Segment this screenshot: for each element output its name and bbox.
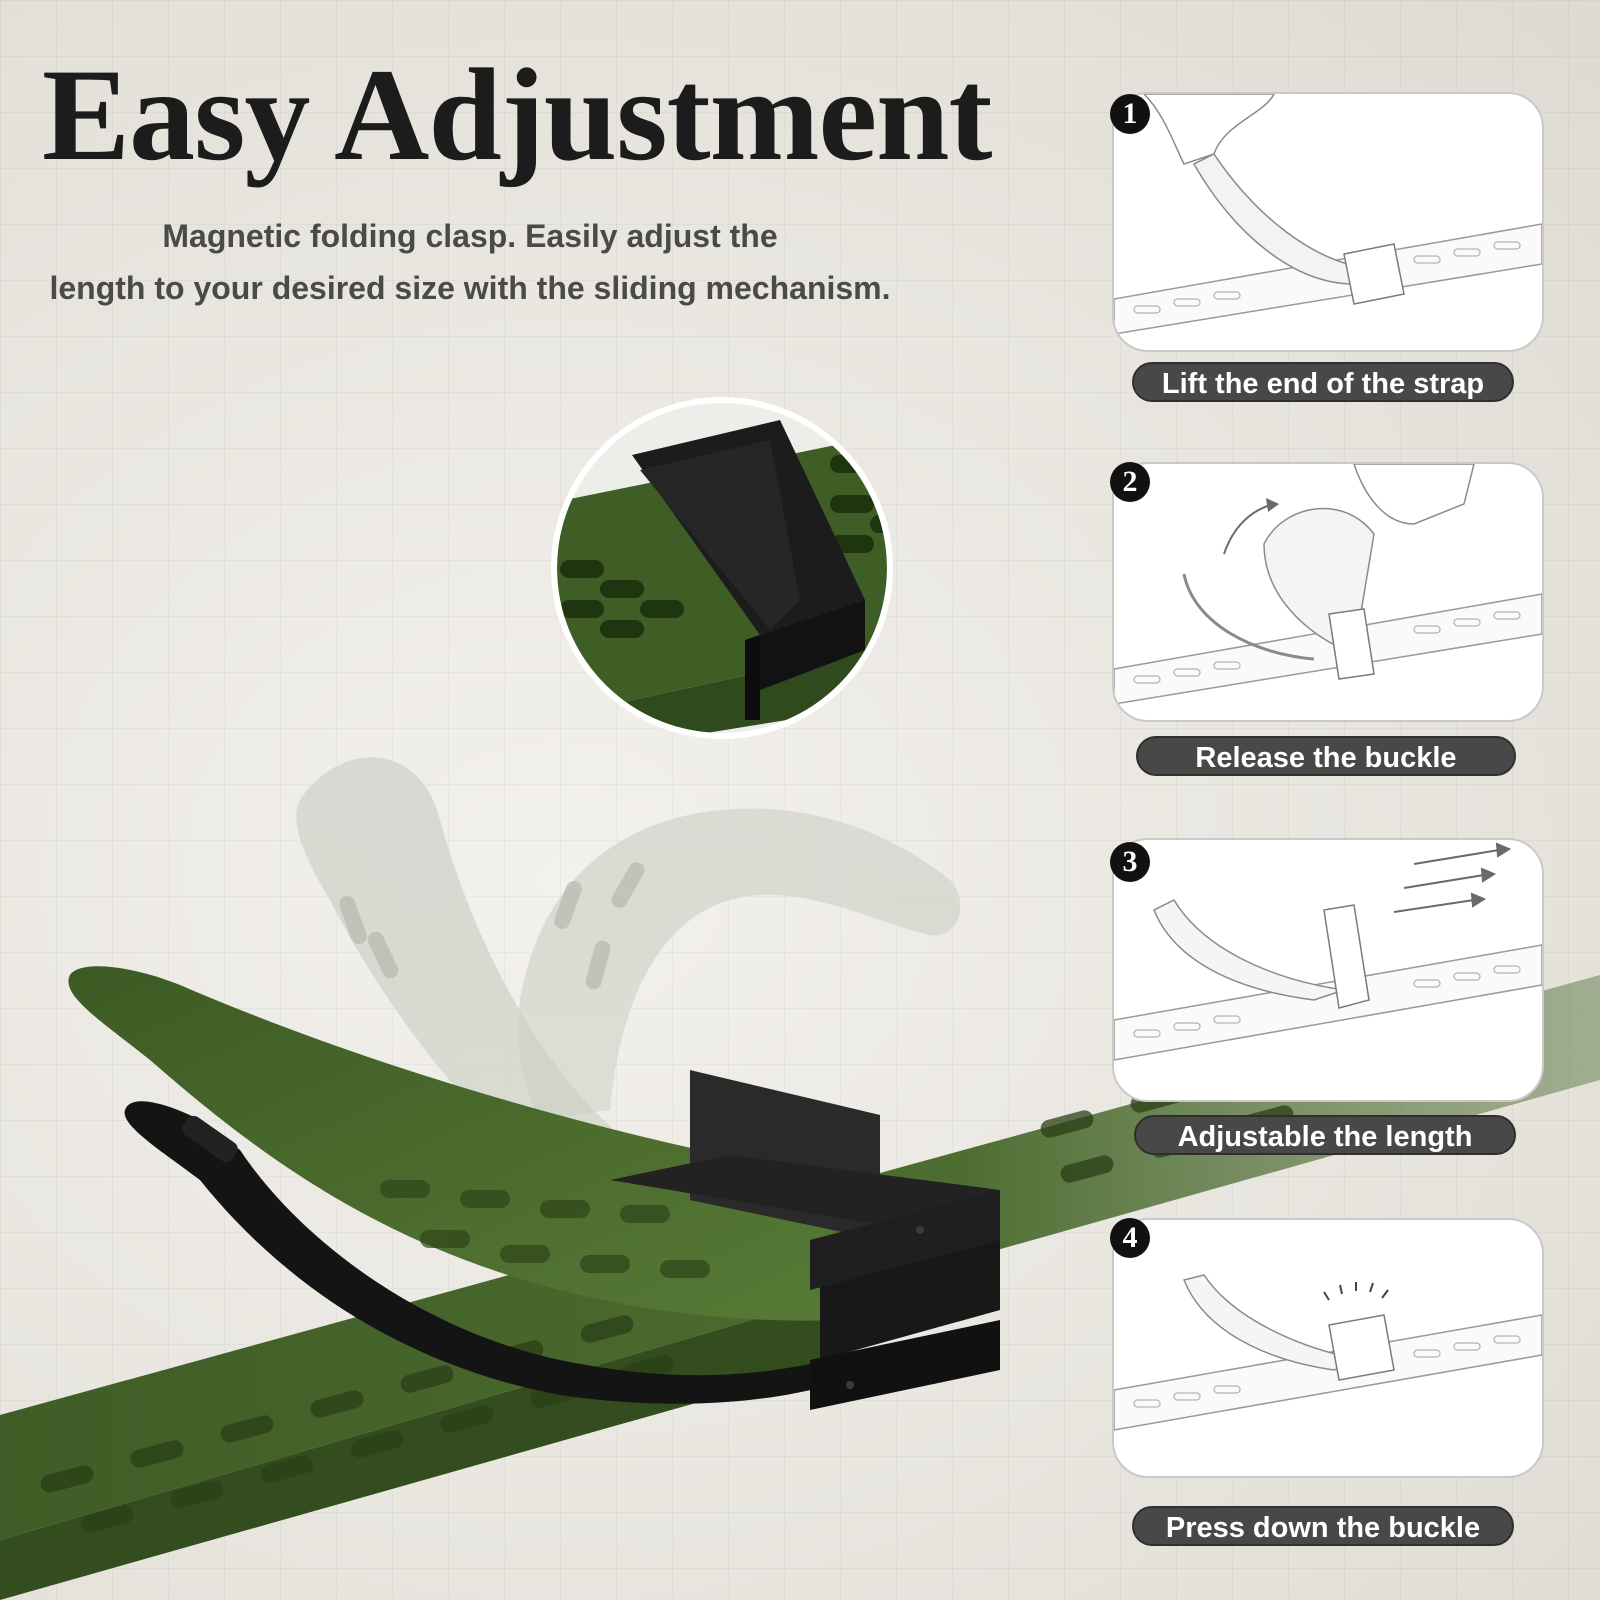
- flap-holes: [380, 1180, 710, 1278]
- step-1-panel: [1112, 92, 1544, 352]
- buckle: [610, 1070, 1000, 1410]
- lifted-strap-end: [68, 966, 840, 1321]
- ghost-flaps: [296, 757, 961, 1190]
- subtitle-line-1: Magnetic folding clasp. Easily adjust th…: [162, 218, 778, 254]
- subtitle-line-2: length to your desired size with the sli…: [49, 270, 891, 306]
- step-4-illustration: [1114, 1274, 1542, 1431]
- step-3-panel: [1112, 838, 1544, 1102]
- step-1-illustration: [1114, 94, 1542, 335]
- steps-column: 1 Lift the end of the strap 2 Release th…: [1100, 0, 1600, 1600]
- step-2-number: 2: [1110, 462, 1150, 502]
- subtitle: Magnetic folding clasp. Easily adjust th…: [30, 210, 910, 314]
- step-3-illustration: [1114, 842, 1542, 1061]
- step-2-panel: [1112, 462, 1544, 722]
- step-2-illustration: [1114, 464, 1542, 705]
- step-4-label: Press down the buckle: [1132, 1506, 1514, 1546]
- clasp-hinge: [182, 1115, 238, 1163]
- step-4-panel: [1112, 1218, 1544, 1478]
- step-1-label: Lift the end of the strap: [1132, 362, 1514, 402]
- step-3-number: 3: [1110, 842, 1150, 882]
- step-3-label: Adjustable the length: [1134, 1115, 1516, 1155]
- page-title: Easy Adjustment: [42, 41, 992, 188]
- step-4-number: 4: [1110, 1218, 1150, 1258]
- step-2-label: Release the buckle: [1136, 736, 1516, 776]
- step-1-number: 1: [1110, 94, 1150, 134]
- zoom-inset: [551, 397, 893, 739]
